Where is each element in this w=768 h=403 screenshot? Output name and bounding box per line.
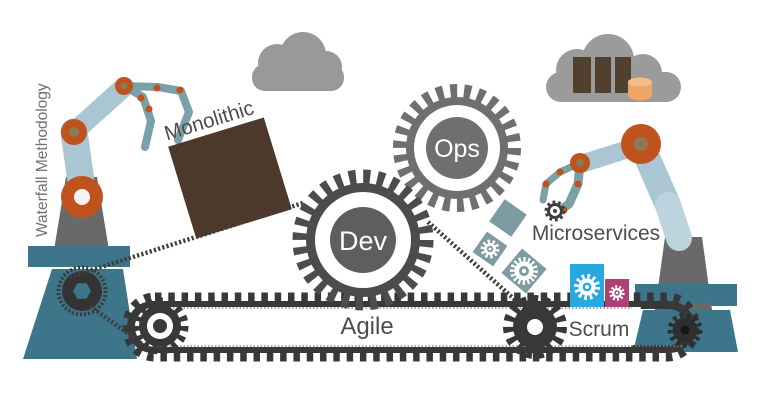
tile-gear-icon [609,285,625,301]
wrist-joint-hub [120,82,128,90]
storage-container-bar [573,57,591,93]
agile-label: Agile [340,313,393,340]
robot-arm-left [23,77,193,359]
dev-label: Dev [339,226,388,256]
claw-joint-dot [137,94,145,102]
wrist-joint-hub [576,159,584,167]
database-cylinder-icon [628,77,652,101]
belt-left-gear-icon [131,297,189,355]
chain-dev-gear-to-drive-gear [426,220,534,317]
monolith-box [168,117,292,239]
storage-container-bar [615,57,631,93]
chain-pulley-to-belt [88,304,144,346]
tile-gear-icon [574,274,600,300]
belt-drive-gear-icon [503,295,567,359]
base-pulley-gear-icon [667,312,703,348]
claw-joint-dot [153,84,161,92]
ops-label: Ops [434,135,480,163]
gear-dev-icon: Dev [292,169,434,311]
claw-gripper-left [120,82,193,151]
gear-ops-icon: Ops [393,84,521,212]
shoulder-joint-hub [74,189,90,205]
storage-container-bar [595,57,611,93]
robot-arm-right [572,124,738,352]
waterfall-methodology-label: Waterfall Methodology [34,83,51,237]
scrum-label: Scrum [569,318,630,341]
container-tile-blue [570,264,604,307]
claw-joint-dot [556,168,564,176]
claw-joint-dot [176,86,184,94]
claw-joint-dot [574,180,582,188]
held-gear-icon [544,200,566,222]
elbow-joint-hub [69,127,79,137]
cloud-storage-icon [546,34,681,102]
shoulder-joint-hub [634,137,648,151]
belt-teeth [122,292,700,362]
microservices-label: Microservices [532,222,660,245]
tile-gear-icon [510,257,538,285]
claw-joint-dot [542,180,550,188]
microservice-tile [501,248,547,294]
microservice-tile [472,231,508,267]
cloud-icon [252,32,344,91]
container-tile-magenta [605,279,629,307]
pulley-chain-ring [56,265,108,317]
claw-finger [539,159,584,204]
arm-forearm-tip [655,192,692,251]
arm-base-bar [28,246,130,267]
claw-joint-dot [145,105,153,113]
pulley-hex-hole [73,283,91,299]
microservice-tile [489,199,527,237]
